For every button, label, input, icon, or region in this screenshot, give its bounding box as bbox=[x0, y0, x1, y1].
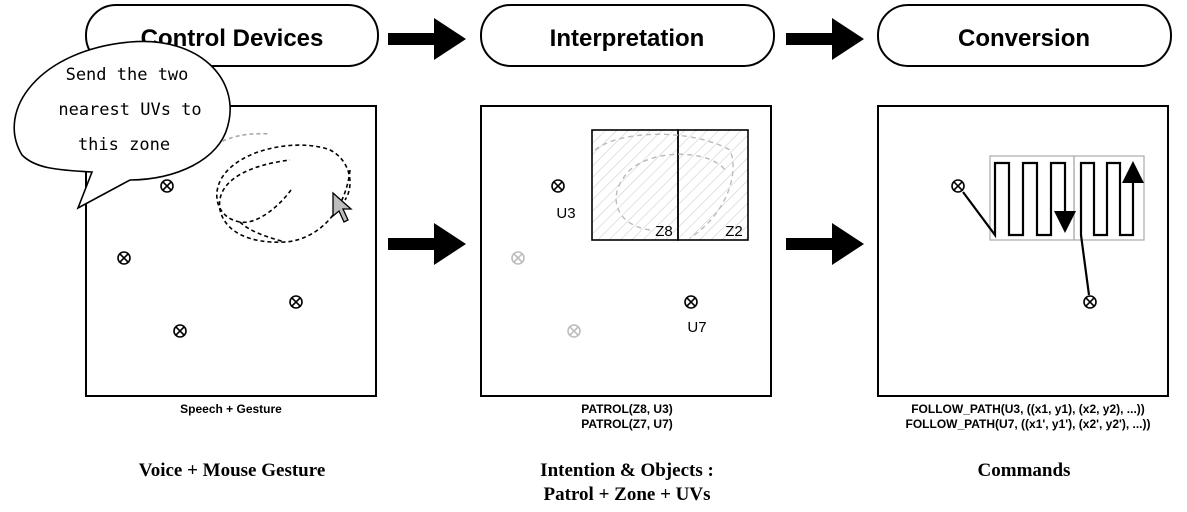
gesture-trace-faded bbox=[594, 133, 734, 239]
uv-marker-faded bbox=[567, 324, 581, 338]
panel-conversion: FOLLOW_PATH(U3, ((x1, y1), (x2, y2), ...… bbox=[877, 105, 1169, 431]
uv-marker-u7 bbox=[684, 295, 698, 309]
uv-u7-label: U7 bbox=[687, 319, 706, 336]
zone-z2 bbox=[677, 129, 749, 241]
panel2-caption-line2: PATROL(Z7, U7) bbox=[581, 417, 673, 431]
label-intention-line2: Patrol + Zone + UVs bbox=[544, 484, 711, 505]
gesture-trace-faded bbox=[206, 132, 271, 156]
zone-z8 bbox=[591, 129, 679, 241]
panel3-caption-line2: FOLLOW_PATH(U7, ((x1', y1'), (x2', y2'),… bbox=[906, 417, 1151, 431]
panel3-caption-line1: FOLLOW_PATH(U3, ((x1, y1), (x2, y2), ...… bbox=[911, 402, 1145, 416]
right-arrow-icon bbox=[786, 18, 864, 60]
uv-marker-u3 bbox=[551, 179, 565, 193]
label-intention-line1: Intention & Objects : bbox=[540, 460, 714, 481]
gesture-trace bbox=[216, 144, 351, 243]
label-commands: Commands bbox=[978, 460, 1071, 481]
panel-interpretation: Z8 Z2 U3 U7 PATROL(Z8, U3) PATROL(Z7, U7… bbox=[480, 105, 772, 431]
uv-marker bbox=[289, 295, 303, 309]
uv-u3-label: U3 bbox=[556, 205, 575, 222]
uv-marker bbox=[951, 179, 965, 193]
uv-marker bbox=[117, 251, 131, 265]
right-arrow-icon bbox=[388, 18, 466, 60]
uv-marker bbox=[1083, 295, 1097, 309]
speech-bubble: Send the two nearest UVs to this zone bbox=[13, 40, 231, 210]
stage-conversion: Conversion bbox=[877, 4, 1172, 67]
zone-outline bbox=[1073, 155, 1145, 241]
uv-marker-faded bbox=[511, 251, 525, 265]
zone-z8-label: Z8 bbox=[655, 223, 673, 240]
panel1-caption: Speech + Gesture bbox=[180, 402, 282, 416]
patrol-path-u3 bbox=[962, 161, 1076, 239]
zone-z2-label: Z2 bbox=[725, 223, 743, 240]
mouse-pointer-icon bbox=[332, 191, 353, 223]
right-arrow-icon bbox=[388, 223, 466, 265]
right-arrow-icon bbox=[786, 223, 864, 265]
speech-bubble-line1: Send the two bbox=[66, 65, 189, 85]
uv-marker bbox=[173, 324, 187, 338]
patrol-path-u7 bbox=[1079, 161, 1144, 296]
speech-bubble-line2: nearest UVs to bbox=[58, 100, 201, 120]
uv-marker bbox=[160, 179, 174, 193]
stage-interpretation: Interpretation bbox=[480, 4, 775, 67]
stage-interpretation-label: Interpretation bbox=[550, 25, 705, 52]
stage-conversion-label: Conversion bbox=[958, 25, 1090, 52]
speech-bubble-line3: this zone bbox=[78, 135, 170, 155]
panel2-caption-line1: PATROL(Z8, U3) bbox=[581, 402, 673, 416]
label-voice-mouse: Voice + Mouse Gesture bbox=[139, 460, 326, 481]
